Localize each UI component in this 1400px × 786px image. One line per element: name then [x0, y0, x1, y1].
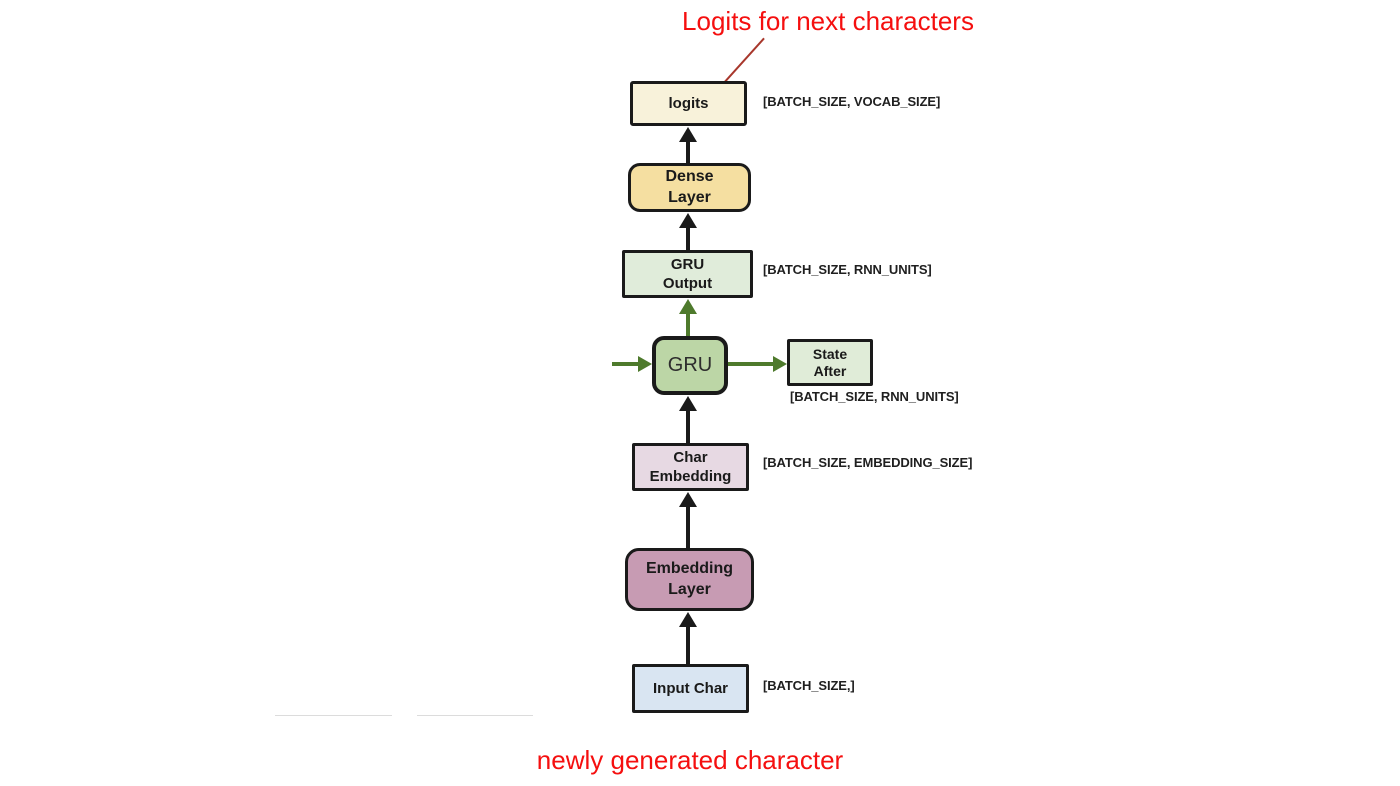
dims-label-input-char: [BATCH_SIZE,] [763, 678, 855, 693]
dims-label-char-embedding: [BATCH_SIZE, EMBEDDING_SIZE] [763, 455, 973, 470]
node-gru-label: GRU [667, 353, 713, 376]
arrowhead-up-icon [679, 492, 697, 507]
node-input-char-label: Input Char [653, 679, 728, 697]
divider-line [417, 715, 533, 716]
node-gru-output: GRU Output [622, 250, 753, 298]
arrowhead-right-icon [773, 356, 787, 372]
dims-label-state-after: [BATCH_SIZE, RNN_UNITS] [790, 389, 959, 404]
node-dense-layer-label: Dense Layer [665, 168, 714, 206]
divider-line [275, 715, 392, 716]
node-logits: logits [630, 81, 747, 126]
annotation-logits-note: Logits for next characters [682, 6, 974, 36]
node-logits-label: logits [668, 94, 709, 112]
node-char-embedding-label: Char Embedding [649, 448, 732, 485]
node-state-after: State After [787, 339, 873, 386]
arrowhead-right-icon [638, 356, 652, 372]
node-gru: GRU [652, 336, 728, 395]
arrowhead-up-icon [679, 213, 697, 228]
node-dense-layer: Dense Layer [628, 163, 751, 212]
dims-label-logits: [BATCH_SIZE, VOCAB_SIZE] [763, 94, 941, 109]
arrowhead-up-icon [679, 396, 697, 411]
node-char-embedding: Char Embedding [632, 443, 749, 491]
arrowhead-up-icon [679, 299, 697, 314]
arrowhead-up-icon [679, 612, 697, 627]
arrowhead-up-icon [679, 127, 697, 142]
annotation-generated-char-note: newly generated character [536, 745, 844, 775]
node-state-after-label: State After [812, 345, 848, 379]
node-embedding-layer: Embedding Layer [625, 548, 754, 611]
node-gru-output-label: GRU Output [662, 255, 713, 292]
node-input-char: Input Char [632, 664, 749, 713]
dims-label-gru-output: [BATCH_SIZE, RNN_UNITS] [763, 262, 932, 277]
node-embedding-layer-label: Embedding Layer [645, 560, 734, 598]
